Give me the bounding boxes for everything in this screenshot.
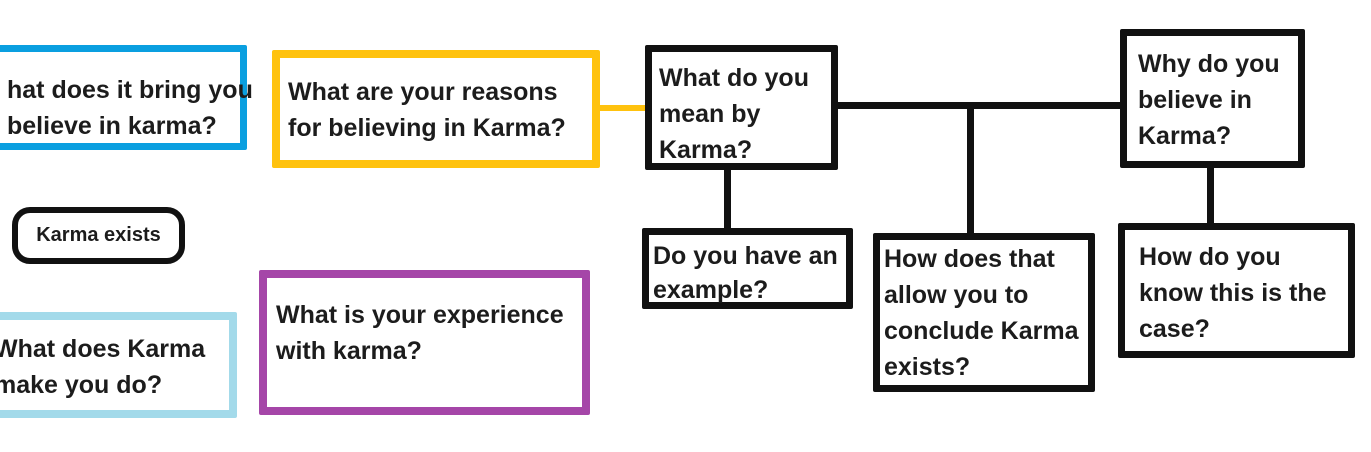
node-line: allow you to: [884, 281, 1029, 309]
node-line: How do you: [1139, 243, 1281, 271]
connector-branch-to-conclude[interactable]: [967, 106, 974, 235]
node-line: hat does it bring you: [7, 76, 253, 104]
connector-mean-to-why[interactable]: [836, 102, 1122, 109]
node-line: for believing in Karma?: [288, 114, 566, 142]
node-line: believe in: [1138, 86, 1252, 114]
node-experience-with-karma[interactable]: What is your experience with karma?: [259, 270, 590, 415]
node-line: know this is the: [1139, 279, 1327, 307]
node-line: Karma?: [659, 136, 753, 164]
node-line: example?: [653, 276, 769, 304]
node-line: exists?: [884, 353, 971, 381]
node-line: What do you: [659, 64, 809, 92]
node-karma-exists[interactable]: Karma exists: [12, 207, 185, 264]
node-line: What does Karma: [0, 335, 206, 363]
node-how-do-you-know-this-is-the-case[interactable]: How do you know this is the case?: [1118, 223, 1355, 358]
node-line: make you do?: [0, 371, 163, 399]
node-what-do-you-mean-by-karma[interactable]: What do you mean by Karma?: [645, 45, 838, 170]
connector-reasons-to-mean[interactable]: [598, 105, 647, 111]
connector-why-to-know[interactable]: [1207, 166, 1214, 225]
node-do-you-have-an-example[interactable]: Do you have an example?: [642, 228, 853, 309]
node-line: Karma?: [1138, 122, 1232, 150]
node-what-does-karma-make-you-do[interactable]: What does Karma make you do?: [0, 312, 237, 418]
node-line: mean by: [659, 100, 761, 128]
node-line: How does that: [884, 245, 1055, 273]
node-line: What is your experience: [276, 301, 564, 329]
node-line: Why do you: [1138, 50, 1280, 78]
node-line: conclude Karma: [884, 317, 1079, 345]
node-what-does-it-bring-you[interactable]: hat does it bring you believe in karma?: [0, 45, 253, 150]
node-line: Do you have an: [653, 242, 838, 270]
node-why-do-you-believe-in-karma[interactable]: Why do you believe in Karma?: [1120, 29, 1305, 168]
node-line: case?: [1139, 315, 1210, 343]
node-line: Karma exists: [36, 224, 161, 246]
node-line: believe in karma?: [7, 112, 217, 140]
connector-mean-to-example[interactable]: [724, 168, 731, 230]
node-line: with karma?: [276, 337, 422, 365]
node-reasons-for-believing[interactable]: What are your reasons for believing in K…: [272, 50, 600, 168]
node-how-does-that-conclude-karma[interactable]: How does that allow you to conclude Karm…: [873, 233, 1095, 392]
node-line: What are your reasons: [288, 78, 558, 106]
